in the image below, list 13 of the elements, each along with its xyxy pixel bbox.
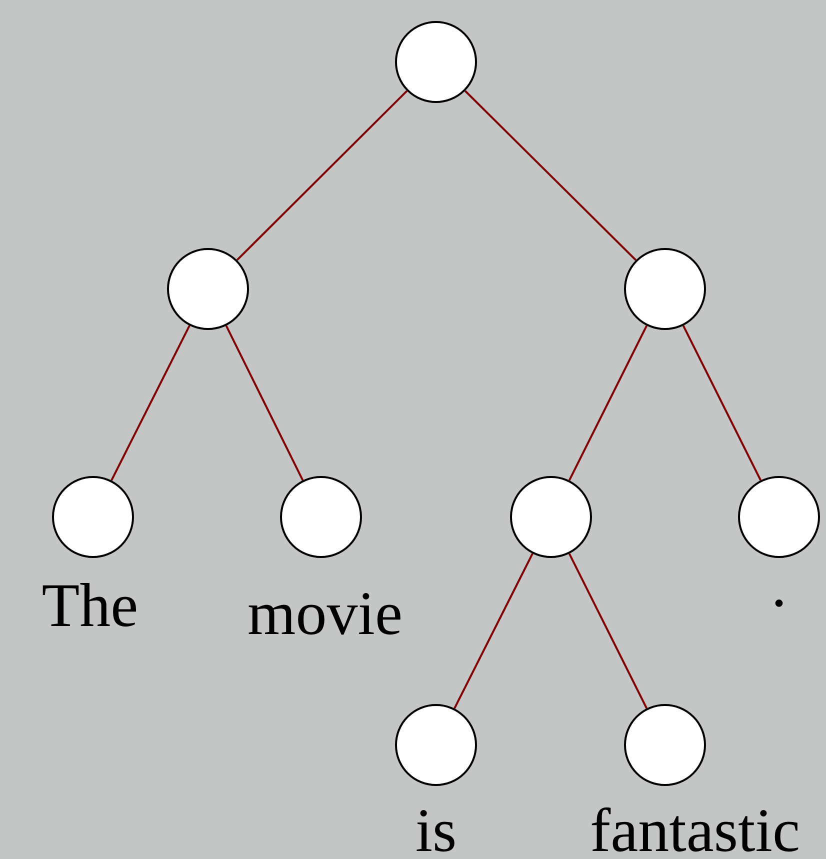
tree-edge — [682, 325, 762, 481]
tree-edge — [464, 90, 637, 261]
tree-edge — [225, 325, 304, 481]
word-label: movie — [248, 583, 402, 645]
word-label: The — [42, 575, 138, 637]
tree-edge — [568, 325, 648, 481]
tree-edge — [236, 90, 408, 261]
word-label: . — [771, 555, 787, 617]
word-label: is — [415, 800, 457, 859]
word-label: fantastic — [590, 800, 800, 859]
tree-edge — [568, 553, 648, 709]
tree-edge — [454, 553, 534, 709]
tree-edge — [110, 325, 190, 481]
